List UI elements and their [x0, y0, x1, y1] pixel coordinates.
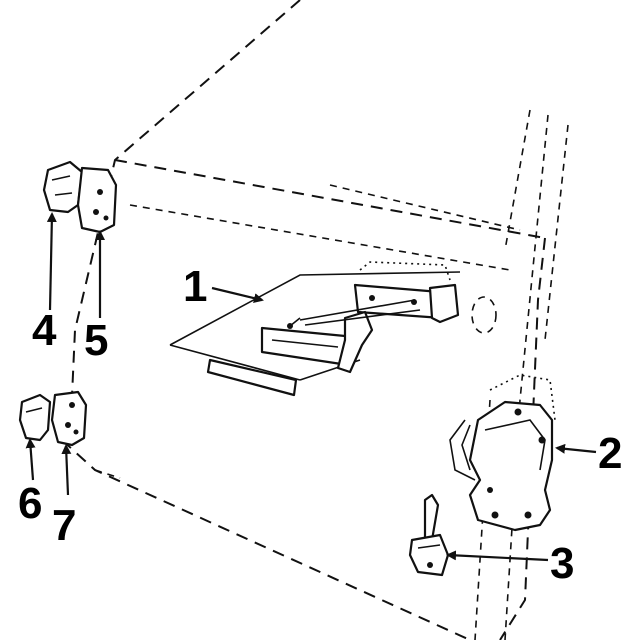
door-latch	[449, 374, 556, 532]
outside-handle-assembly	[169, 261, 461, 397]
callout-5: 5	[84, 316, 108, 365]
callout-4-leader	[46, 212, 57, 311]
callout-1: 1	[183, 262, 207, 311]
lock-actuator	[408, 493, 450, 577]
lower-hinge	[18, 390, 88, 447]
upper-hinge	[42, 160, 118, 234]
callout-3: 3	[550, 539, 574, 588]
callout-1-leader	[211, 286, 264, 303]
door-outline	[61, 0, 569, 640]
callout-6: 6	[18, 479, 42, 528]
callout-2: 2	[598, 429, 622, 478]
callout-7: 7	[52, 501, 76, 550]
callout-3-leader	[446, 550, 549, 562]
callout-2-leader	[555, 443, 597, 454]
callout-4: 4	[32, 306, 57, 355]
callout-7-leader	[61, 444, 72, 496]
callout-6-leader	[25, 438, 36, 481]
